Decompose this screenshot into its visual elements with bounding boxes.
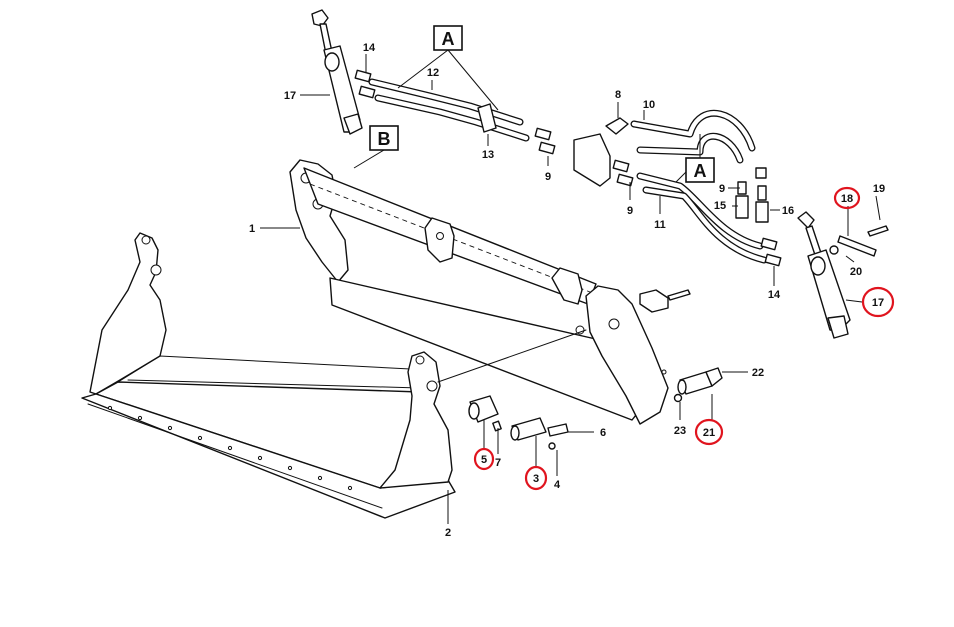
callout-a-right: A: [685, 157, 715, 183]
part-label-20: 20: [850, 266, 862, 278]
part-label-14-b: 14: [768, 289, 781, 301]
part-label-6: 6: [600, 427, 606, 439]
part-label-23: 23: [674, 425, 686, 437]
coupler-pin-assembly: [661, 367, 723, 403]
part-label-12: 12: [427, 67, 439, 79]
hydraulic-cylinder-right: [797, 211, 851, 339]
callout-a-top: A: [433, 25, 463, 51]
highlight-circle-18: [833, 186, 861, 210]
part-label-15: 15: [714, 200, 726, 212]
part-label-10: 10: [643, 99, 655, 111]
callout-a-top-text: A: [442, 29, 455, 49]
cylinder-pin: [829, 225, 889, 257]
cutting-edge-bolts: [107, 405, 353, 491]
part-label-17-a: 17: [284, 90, 296, 102]
bucket: [81, 232, 456, 519]
part-label-9-a: 9: [545, 171, 551, 183]
part-label-21: 21: [703, 427, 715, 439]
part-label-4: 4: [554, 479, 561, 491]
callout-a-right-text: A: [694, 161, 707, 181]
part-label-22: 22: [752, 367, 764, 379]
part-label-19: 19: [873, 183, 885, 195]
part-label-16: 16: [782, 205, 794, 217]
part-label-13: 13: [482, 149, 494, 161]
part-labels: 1 2 3 4 5 6 7 8 9 9 9 10 11 12 13 14 14 …: [249, 42, 885, 539]
part-label-5: 5: [481, 454, 487, 466]
part-label-14-a: 14: [363, 42, 376, 54]
bucket-pin-assembly: [468, 395, 569, 450]
highlight-markers: [473, 186, 895, 491]
part-label-8: 8: [615, 89, 621, 101]
callout-b-text: B: [378, 129, 391, 149]
highlight-circle-17: [861, 286, 895, 318]
quick-coupler-frame: [289, 159, 669, 425]
part-label-1: 1: [249, 223, 255, 235]
hydraulic-cylinder-left: [311, 9, 363, 135]
callout-b: B: [369, 125, 399, 151]
clamp-block: [639, 289, 691, 313]
part-label-18: 18: [841, 193, 853, 205]
part-label-9-c: 9: [719, 183, 725, 195]
part-label-17-b: 17: [872, 297, 884, 309]
part-label-3: 3: [533, 473, 539, 485]
highlight-circle-5: [473, 447, 495, 471]
part-label-7: 7: [495, 457, 501, 469]
part-label-11: 11: [654, 219, 666, 231]
part-label-2: 2: [445, 527, 451, 539]
highlight-circle-3: [524, 465, 548, 491]
part-label-9-b: 9: [627, 205, 633, 217]
hydraulic-lines: [354, 69, 782, 267]
highlight-circle-21: [694, 418, 724, 446]
